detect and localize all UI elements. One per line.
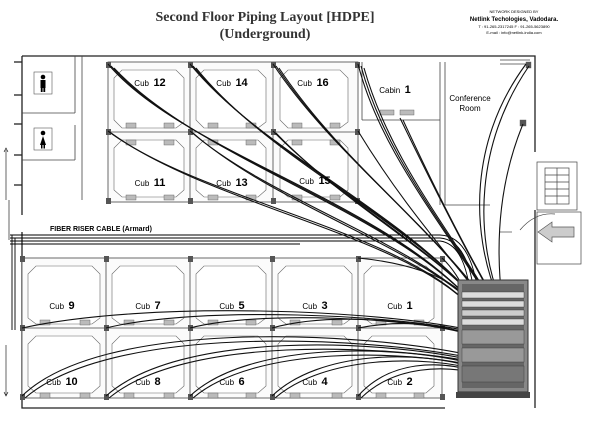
cub-1-label: Cub 1	[387, 296, 412, 313]
cub-1-number: 1	[407, 300, 413, 312]
cabin-word: Cabin	[379, 86, 400, 95]
cub-3-word: Cub	[302, 302, 317, 311]
direction-arrow-icon	[537, 221, 575, 243]
cub-6-number: 6	[239, 376, 245, 388]
female-restroom-icon	[33, 127, 53, 151]
cub-3-label: Cub 3	[302, 296, 327, 313]
cub-4-label: Cub 4	[302, 372, 328, 389]
male-restroom-icon	[33, 71, 53, 95]
credits-block: NETWORK DESIGNED BY Netlink Techologies,…	[470, 9, 559, 35]
cub-7-label: Cub 7	[135, 296, 160, 313]
staircase	[500, 161, 582, 265]
cub-2-word: Cub	[387, 378, 402, 387]
cub-6-label: Cub 6	[219, 372, 244, 389]
credits-line-3: T : 91-265-2317245 F : 91-265-5623890	[478, 24, 550, 29]
cub-8-label: Cub 8	[135, 372, 160, 389]
cub-5-number: 5	[239, 300, 245, 312]
cub-9-word: Cub	[49, 302, 64, 311]
cub-5-word: Cub	[219, 302, 234, 311]
cub-10-number: 10	[65, 376, 77, 388]
cub-16-label: Cub 16	[297, 73, 328, 90]
cub-13-label: Cub 13	[216, 173, 247, 190]
credits-line-1: NETWORK DESIGNED BY	[490, 9, 539, 14]
cub-6-word: Cub	[219, 378, 234, 387]
conference-line-2: Room	[459, 104, 481, 113]
cub-16-word: Cub	[297, 79, 312, 88]
cub-2-number: 2	[407, 376, 413, 388]
cub-15-label: Cub 15	[299, 171, 330, 188]
cub-14-label: Cub 14	[216, 73, 248, 90]
network-rack-icon	[456, 279, 530, 398]
cub-16-number: 16	[316, 77, 328, 89]
credits-line-4: E-mail : info@netlink-india.com	[486, 30, 542, 35]
cable-runs	[21, 63, 530, 399]
cub-8-word: Cub	[135, 378, 150, 387]
title-line-1: Second Floor Piping Layout [HDPE]	[155, 10, 374, 25]
cub-7-word: Cub	[135, 302, 150, 311]
cub-5-label: Cub 5	[219, 296, 244, 313]
cub-10-label: Cub 10	[46, 372, 77, 389]
cub-15-number: 15	[318, 175, 330, 187]
cub-13-number: 13	[235, 177, 247, 189]
cub-11-number: 11	[154, 177, 166, 189]
cub-13-word: Cub	[216, 179, 231, 188]
cub-12-word: Cub	[134, 79, 149, 88]
conference-line-1: Conference	[449, 94, 491, 103]
credits-line-2: Netlink Techologies, Vadodara.	[470, 17, 559, 23]
cub-9-number: 9	[69, 300, 75, 312]
cub-12-label: Cub 12	[134, 73, 165, 90]
fiber-riser-label: FIBER RISER CABLE (Armard)	[50, 226, 152, 233]
cub-2-label: Cub 2	[387, 372, 412, 389]
cub-14-number: 14	[235, 77, 248, 89]
cub-7-number: 7	[155, 300, 161, 312]
cabin-label: Cabin 1	[379, 80, 410, 97]
cub-11-label: Cub 11	[135, 173, 166, 190]
cub-15-word: Cub	[299, 177, 314, 186]
cub-9-label: Cub 9	[49, 296, 74, 313]
cub-1-word: Cub	[387, 302, 402, 311]
cub-3-number: 3	[322, 300, 328, 312]
cabin-number: 1	[405, 84, 411, 96]
cub-4-word: Cub	[302, 378, 317, 387]
cub-11-word: Cub	[135, 179, 150, 188]
cub-14-word: Cub	[216, 79, 231, 88]
cub-8-number: 8	[155, 376, 161, 388]
cub-10-word: Cub	[46, 378, 61, 387]
cub-4-number: 4	[322, 376, 329, 388]
cub-12-number: 12	[153, 77, 165, 89]
restroom-block	[22, 56, 83, 200]
title-line-2: (Underground)	[220, 27, 311, 42]
left-dimension-markers	[3, 147, 10, 397]
